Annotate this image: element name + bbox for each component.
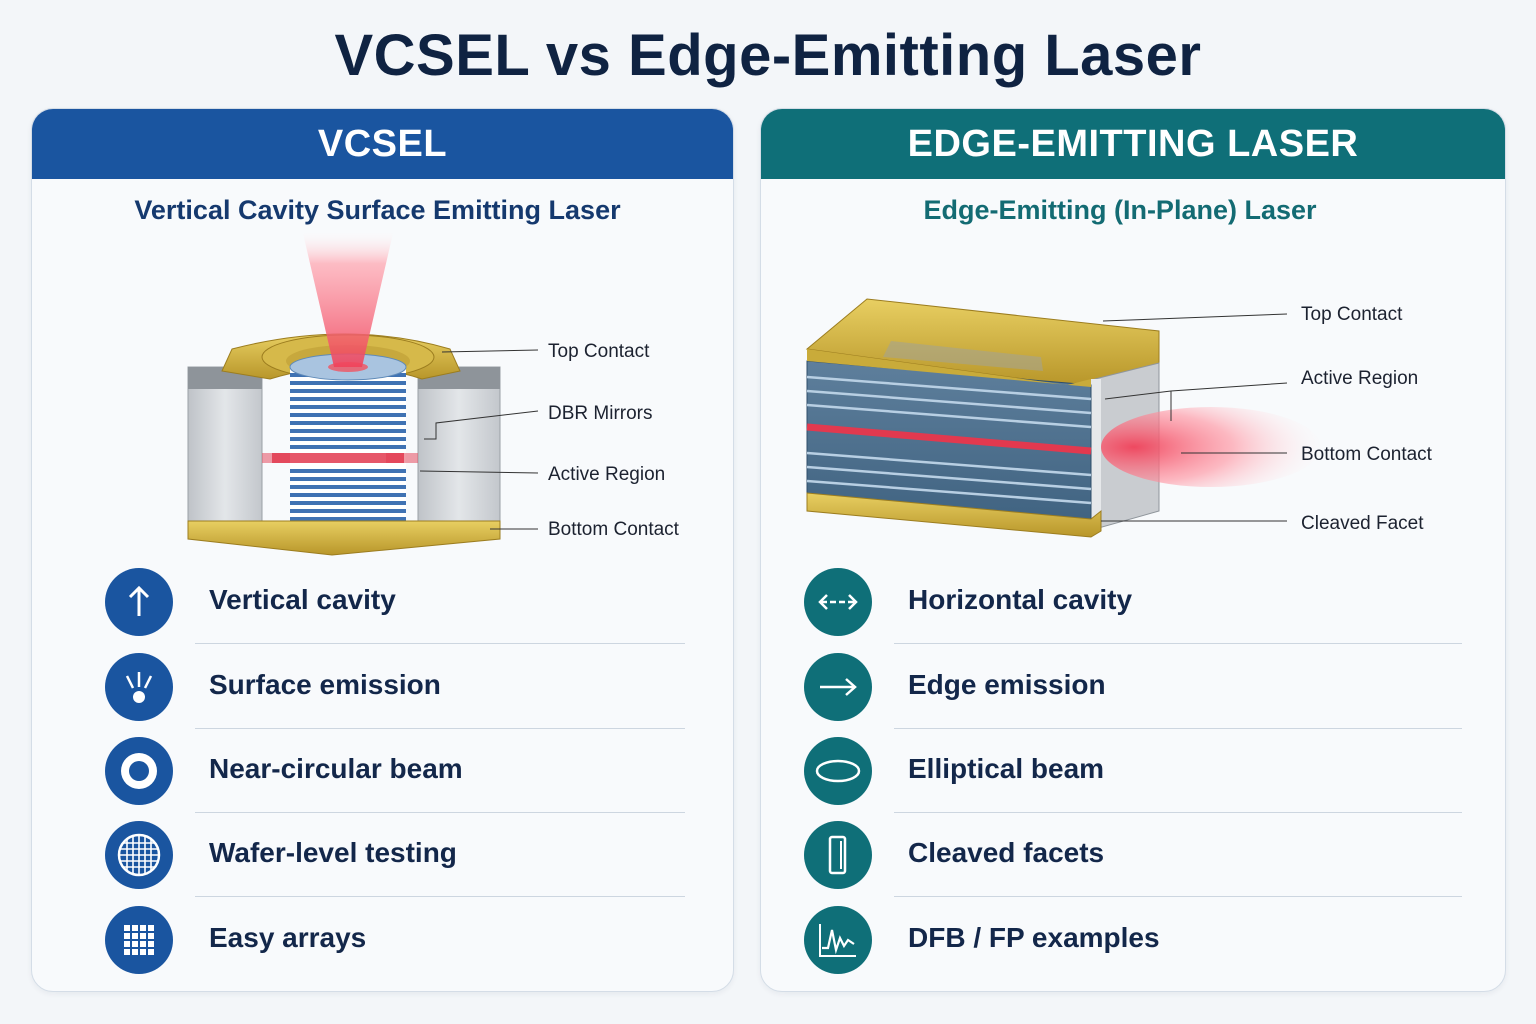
divider xyxy=(894,812,1462,813)
vcsel-callout-active-region: Active Region xyxy=(548,464,665,485)
feature-label: Edge emission xyxy=(908,669,1106,700)
circular-beam-icon xyxy=(105,737,173,805)
vcsel-callout-bottom-contact: Bottom Contact xyxy=(548,519,680,540)
vcsel-panel: VCSEL Vertical Cavity Surface Emitting L… xyxy=(31,108,734,992)
edge-diagram: Top Contact Active Region Bottom Contact… xyxy=(805,298,1433,538)
divider xyxy=(894,728,1462,729)
list-item: DFB / FP examples xyxy=(761,902,1505,987)
arrow-right-icon xyxy=(804,653,872,721)
edge-subtitle: Edge-Emitting (In-Plane) Laser xyxy=(923,195,1317,225)
divider xyxy=(894,896,1462,897)
list-item: Edge emission xyxy=(761,649,1505,734)
list-item: Horizontal cavity xyxy=(761,564,1505,649)
list-item: Wafer-level testing xyxy=(32,817,733,902)
vcsel-callout-dbr-mirrors: DBR Mirrors xyxy=(548,403,653,424)
list-item: Vertical cavity xyxy=(32,564,733,649)
feature-label: Vertical cavity xyxy=(209,584,396,615)
vcsel-header: VCSEL xyxy=(32,109,733,179)
edge-panel: EDGE-EMITTING LASER Edge-Emitting (In-Pl… xyxy=(760,108,1506,992)
edge-callout-cleaved-facet: Cleaved Facet xyxy=(1301,513,1424,534)
spectrum-icon xyxy=(804,906,872,974)
wafer-grid-icon xyxy=(105,821,173,889)
vcsel-callout-top-contact: Top Contact xyxy=(548,341,650,362)
list-item: Near-circular beam xyxy=(32,733,733,818)
feature-label: Easy arrays xyxy=(209,922,367,953)
list-item: Cleaved facets xyxy=(761,817,1505,902)
list-item: Surface emission xyxy=(32,649,733,734)
vcsel-subtitle: Vertical Cavity Surface Emitting Laser xyxy=(134,195,621,225)
feature-label: DFB / FP examples xyxy=(908,922,1160,953)
list-item: Easy arrays xyxy=(32,902,733,987)
feature-label: Elliptical beam xyxy=(908,753,1105,784)
edge-header: EDGE-EMITTING LASER xyxy=(761,109,1505,179)
list-item: Elliptical beam xyxy=(761,733,1505,818)
facet-icon xyxy=(804,821,872,889)
divider xyxy=(195,812,685,813)
ellipse-beam-icon xyxy=(804,737,872,805)
feature-label: Cleaved facets xyxy=(908,837,1105,868)
divider xyxy=(195,643,685,644)
feature-label: Horizontal cavity xyxy=(908,584,1133,615)
feature-label: Surface emission xyxy=(209,669,441,700)
double-arrow-icon xyxy=(804,568,872,636)
feature-label: Wafer-level testing xyxy=(209,837,457,868)
dot-array-icon xyxy=(105,906,173,974)
surface-emission-icon xyxy=(105,653,173,721)
edge-callout-active-region: Active Region xyxy=(1301,368,1418,389)
edge-callout-bottom-contact: Bottom Contact xyxy=(1301,444,1433,465)
edge-callout-top-contact: Top Contact xyxy=(1301,304,1403,325)
divider xyxy=(195,728,685,729)
divider xyxy=(195,896,685,897)
divider xyxy=(894,643,1462,644)
vcsel-diagram: Top Contact DBR Mirrors Active Region Bo… xyxy=(187,229,680,556)
arrow-up-icon xyxy=(105,568,173,636)
feature-label: Near-circular beam xyxy=(209,753,463,784)
page-title: VCSEL vs Edge-Emitting Laser xyxy=(334,23,1202,88)
